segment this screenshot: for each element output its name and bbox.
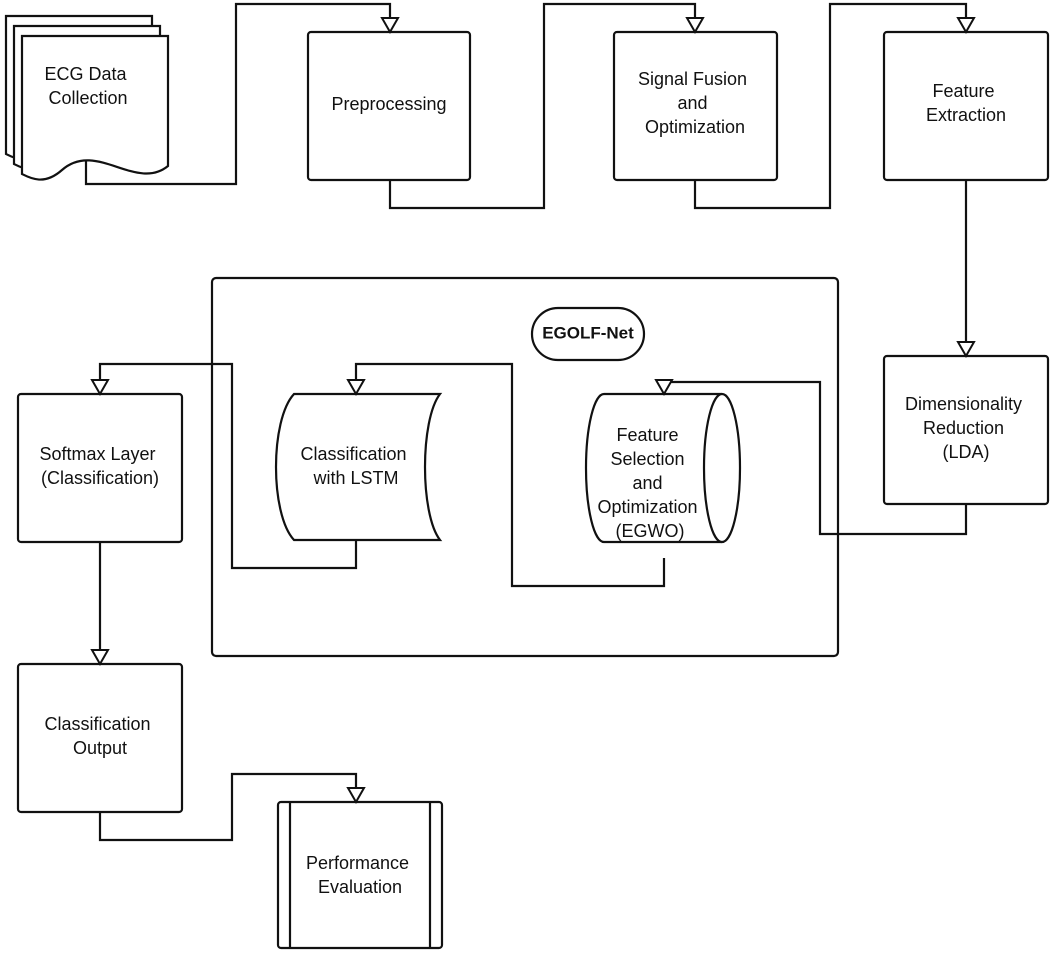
arrowhead-output (90, 649, 110, 667)
connector-preprocessing-to-fusion (388, 2, 697, 210)
softmax-layer-label: Softmax Layer (Classification) (39, 444, 160, 488)
feature-extraction-node: Feature Extraction (882, 30, 1050, 182)
arrowhead-dimensionality (956, 341, 976, 359)
connector-fusion-to-feature-extraction (693, 2, 968, 210)
arrowhead-feature-selection (654, 379, 674, 397)
softmax-layer-node: Softmax Layer (Classification) (16, 392, 184, 544)
connector-feature-selection-to-lstm (354, 362, 666, 588)
classification-lstm-label: Classification with LSTM (300, 444, 411, 488)
performance-evaluation-node: Performance Evaluation (276, 800, 444, 950)
preprocessing-node: Preprocessing (306, 30, 472, 182)
feature-selection-label: Feature Selection and Optimization (EGWO… (597, 425, 702, 541)
classification-lstm-node: Classification with LSTM (275, 392, 443, 542)
egolf-net-container (210, 276, 840, 658)
arrowhead-preprocessing (380, 17, 400, 35)
classification-output-label: Classification Output (44, 714, 155, 758)
feature-selection-node: Feature Selection and Optimization (EGWO… (584, 392, 742, 544)
ecg-data-collection-label: ECG Data Collection (44, 64, 131, 108)
arrowhead-feature-extraction (956, 17, 976, 35)
feature-extraction-label: Feature Extraction (926, 81, 1006, 125)
arrowhead-performance (346, 787, 366, 805)
arrowhead-fusion (685, 17, 705, 35)
dimensionality-reduction-node: Dimensionality Reduction (LDA) (882, 354, 1050, 506)
connector-lstm-to-softmax (98, 362, 358, 570)
ecg-data-collection-node: ECG Data Collection (4, 14, 170, 181)
egolf-net-label-box (530, 306, 646, 362)
signal-fusion-label: Signal Fusion and Optimization (638, 69, 752, 137)
classification-output-node: Classification Output (16, 662, 184, 814)
connector-ecg-to-preprocessing (84, 2, 392, 186)
signal-fusion-node: Signal Fusion and Optimization (612, 30, 779, 182)
preprocessing-label: Preprocessing (331, 94, 446, 114)
connector-output-to-performance (98, 772, 358, 842)
arrowhead-lstm (346, 379, 366, 397)
performance-evaluation-label: Performance Evaluation (306, 853, 414, 897)
arrowhead-softmax (90, 379, 110, 397)
dimensionality-reduction-label: Dimensionality Reduction (LDA) (905, 394, 1027, 462)
egolf-net-label: EGOLF-Net (542, 323, 634, 342)
